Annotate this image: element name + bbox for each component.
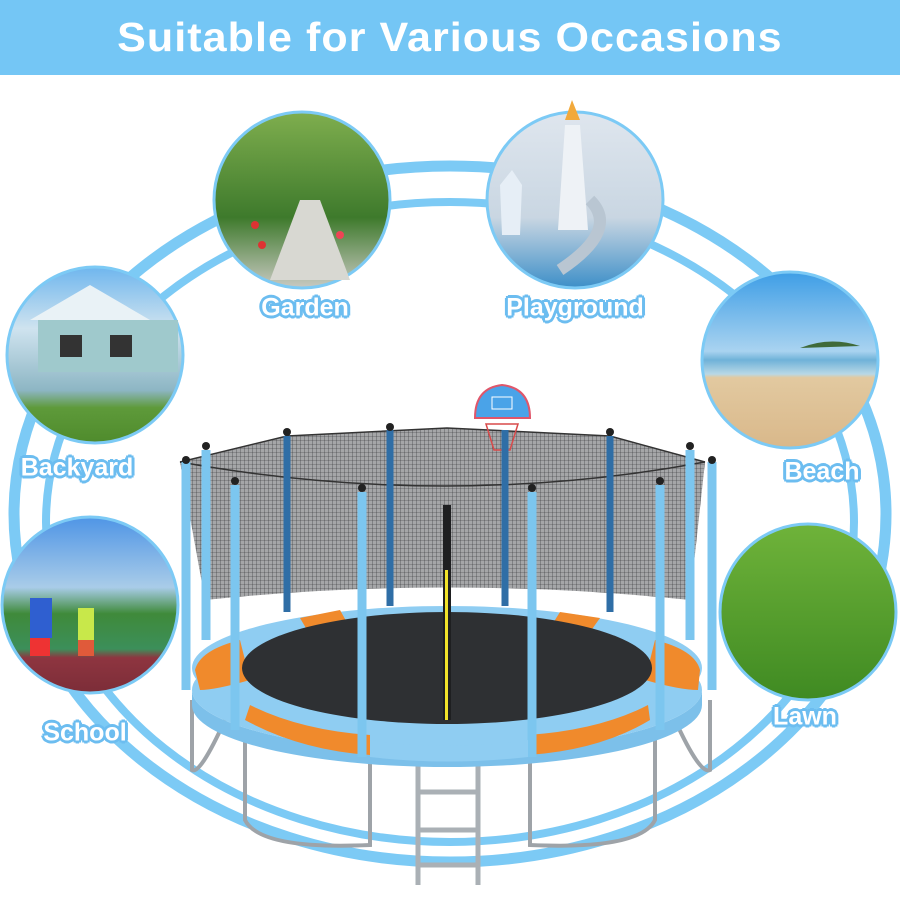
lawn-photo [718,522,898,702]
ladder [415,760,481,885]
label-lawn: Lawn [773,702,837,731]
page-title: Suitable for Various Occasions [117,14,783,60]
title-banner: Suitable for Various Occasions [0,0,900,75]
school-photo [0,515,180,695]
front-poles [181,450,717,757]
pad-orange-front-right [528,705,650,755]
label-backyard: Backyard [20,453,134,482]
safety-net [180,428,705,600]
pole-caps [182,423,716,492]
beach-photo [700,270,880,450]
trampoline [179,383,717,885]
garden-photo [212,110,392,290]
occasion-photos [0,100,898,702]
basketball-hoop [473,383,532,451]
label-playground: Playground [506,293,644,322]
back-poles [283,430,614,612]
pad-orange-front-left [245,705,370,755]
label-beach: Beach [784,457,860,486]
label-garden: Garden [261,293,349,322]
backyard-photo [5,265,185,445]
playground-photo [485,100,665,290]
decorative-rings [8,160,892,868]
label-school: School [43,718,127,747]
